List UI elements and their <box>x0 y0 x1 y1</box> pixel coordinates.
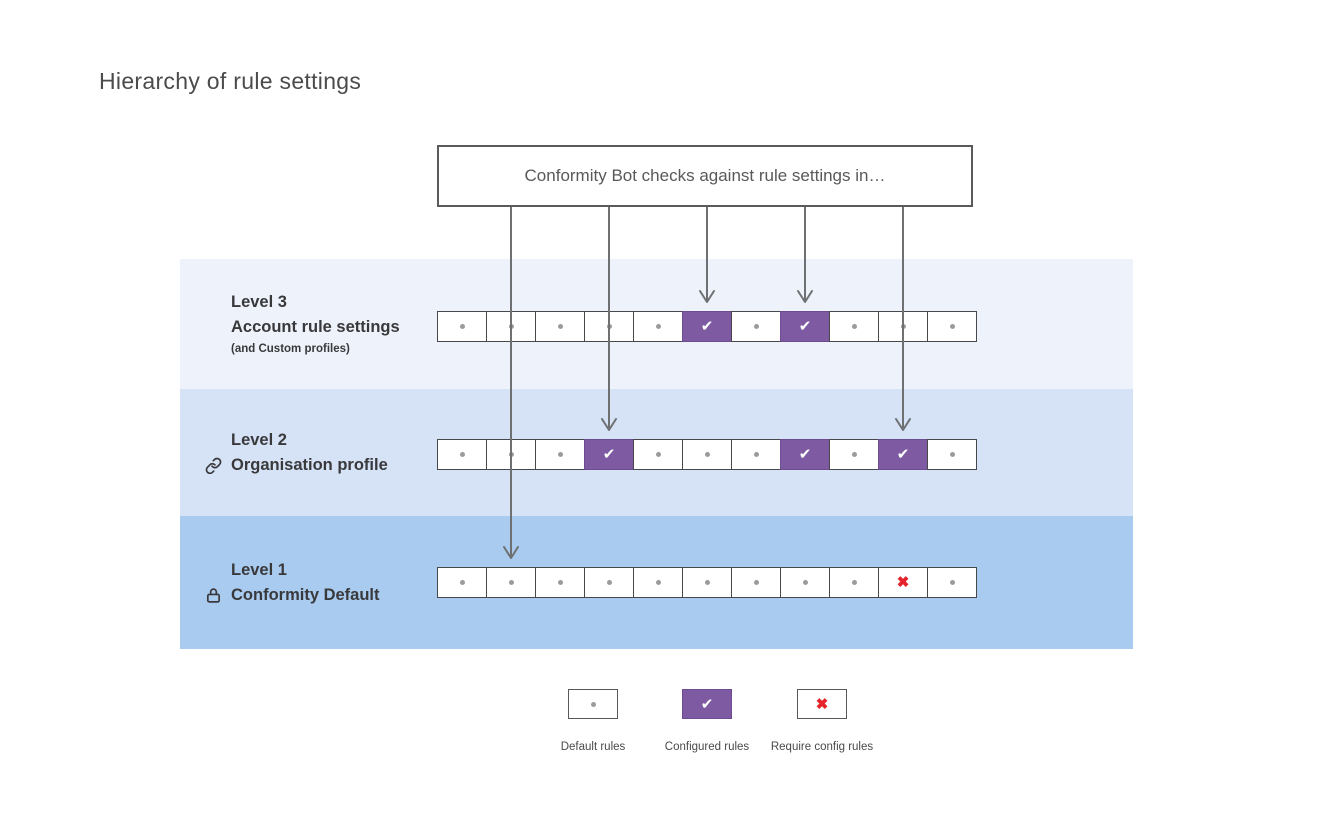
legend-label: Default rules <box>560 741 626 753</box>
default-dot-icon <box>753 452 759 457</box>
rule-cell-configured: ✔ <box>780 439 830 470</box>
check-icon: ✔ <box>700 318 714 335</box>
level-name: Organisation profile <box>205 453 451 478</box>
default-dot-icon <box>606 580 612 585</box>
rule-cell-default <box>731 439 781 470</box>
default-dot-icon <box>459 324 465 329</box>
level-label: Level 3 Account rule settings (and Custom … <box>231 259 451 389</box>
page-title: Hierarchy of rule settings <box>99 68 362 94</box>
default-dot-icon <box>655 324 661 329</box>
rule-cell-default <box>486 311 536 342</box>
rule-cell-default <box>829 439 879 470</box>
rule-cell-default <box>437 567 487 598</box>
default-dot-icon <box>802 580 808 585</box>
rule-cell-default <box>535 439 585 470</box>
rule-row: ✔✔ <box>437 311 977 342</box>
default-dot-icon <box>590 701 596 707</box>
legend-require-config-swatch: ✖ <box>797 689 847 719</box>
rule-cell-default <box>927 439 977 470</box>
rule-cell-default <box>486 439 536 470</box>
level-title: Level 2 <box>231 430 287 449</box>
default-dot-icon <box>851 324 857 329</box>
x-icon: ✖ <box>896 574 910 591</box>
rule-cell-default <box>535 311 585 342</box>
check-icon: ✔ <box>798 318 812 335</box>
level-name-text: Organisation profile <box>231 455 388 474</box>
check-icon: ✔ <box>700 695 714 713</box>
rule-cell-default <box>584 311 634 342</box>
rule-cell-default <box>829 567 879 598</box>
default-dot-icon <box>459 580 465 585</box>
check-icon: ✔ <box>798 446 812 463</box>
legend-label: Configured rules <box>664 741 750 753</box>
rule-cell-configured: ✔ <box>878 439 928 470</box>
rule-cell-default <box>731 311 781 342</box>
default-dot-icon <box>655 452 661 457</box>
level-title: Level 1 <box>231 560 287 579</box>
legend-item-default: Default rules <box>513 689 673 753</box>
level-subtitle: (and Custom profiles) <box>231 343 350 355</box>
default-dot-icon <box>704 452 710 457</box>
rule-cell-default <box>535 567 585 598</box>
rule-cell-default <box>437 439 487 470</box>
level-name-text: Account rule settings <box>231 318 400 336</box>
rule-row: ✖ <box>437 567 977 598</box>
rule-cell-default <box>633 567 683 598</box>
default-dot-icon <box>753 324 759 329</box>
rule-cell-default <box>682 439 732 470</box>
rule-cell-default <box>633 311 683 342</box>
rule-cell-default <box>584 567 634 598</box>
rule-cell-default <box>878 311 928 342</box>
rule-cell-default <box>731 567 781 598</box>
legend-item-require-config: ✖ Require config rules <box>742 689 902 753</box>
default-dot-icon <box>557 452 563 457</box>
rule-cell-default <box>829 311 879 342</box>
rule-cell-configured: ✔ <box>584 439 634 470</box>
default-dot-icon <box>949 580 955 585</box>
rule-cell-default <box>780 567 830 598</box>
default-dot-icon <box>900 324 906 329</box>
default-dot-icon <box>851 452 857 457</box>
default-dot-icon <box>508 324 514 329</box>
legend-default-swatch <box>568 689 618 719</box>
default-dot-icon <box>557 580 563 585</box>
x-icon: ✖ <box>815 695 829 713</box>
default-dot-icon <box>704 580 710 585</box>
legend-item-configured: ✔ Configured rules <box>627 689 787 753</box>
rule-cell-default <box>927 567 977 598</box>
rule-cell-default <box>682 567 732 598</box>
level-name: Conformity Default <box>206 583 451 608</box>
default-dot-icon <box>508 452 514 457</box>
link-icon <box>205 457 222 474</box>
level-title: Level 3 <box>231 293 287 311</box>
default-dot-icon <box>753 580 759 585</box>
rule-cell-require-config: ✖ <box>878 567 928 598</box>
check-icon: ✔ <box>896 446 910 463</box>
level-label: Level 2 Organisation profile <box>205 389 451 516</box>
default-dot-icon <box>851 580 857 585</box>
rule-cell-default <box>486 567 536 598</box>
rule-cell-default <box>927 311 977 342</box>
default-dot-icon <box>949 452 955 457</box>
default-dot-icon <box>557 324 563 329</box>
rule-row: ✔ ✔ ✔ <box>437 439 977 470</box>
legend-label: Require config rules <box>770 741 874 753</box>
default-dot-icon <box>949 324 955 329</box>
lock-icon <box>206 587 221 603</box>
default-dot-icon <box>508 580 514 585</box>
rule-cell-default <box>633 439 683 470</box>
level-label: Level 1 Conformity Default <box>206 516 451 649</box>
rule-cell-default <box>437 311 487 342</box>
default-dot-icon <box>655 580 661 585</box>
level-name-text: Conformity Default <box>231 585 380 604</box>
banner-label: Conformity Bot checks against rule setti… <box>524 166 886 185</box>
check-icon: ✔ <box>602 446 616 463</box>
conformity-bot-banner: Conformity Bot checks against rule setti… <box>437 145 973 207</box>
default-dot-icon <box>606 324 612 329</box>
level-name: Account rule settings <box>231 315 451 340</box>
legend-configured-swatch: ✔ <box>682 689 732 719</box>
default-dot-icon <box>459 452 465 457</box>
rule-cell-configured: ✔ <box>682 311 732 342</box>
rule-cell-configured: ✔ <box>780 311 830 342</box>
